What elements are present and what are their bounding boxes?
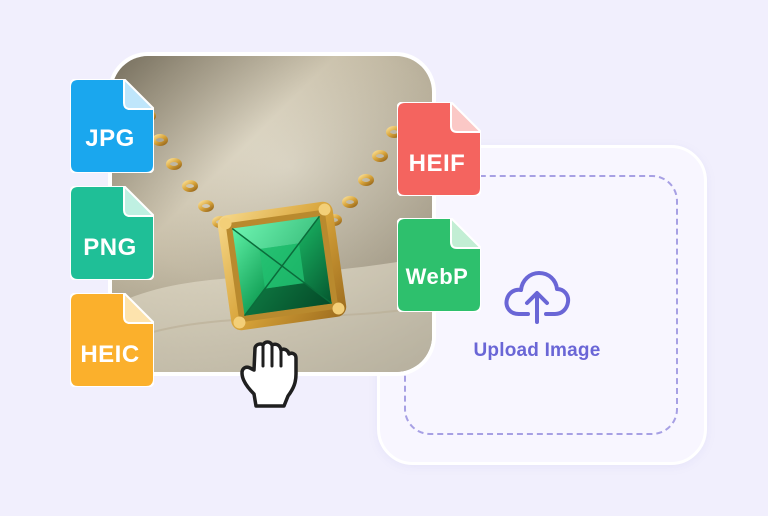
grab-hand-icon: [240, 340, 298, 408]
heif-format-label: HEIF: [408, 150, 466, 177]
pendant-illustration: [112, 56, 432, 372]
webp-file-icon: WebP: [397, 218, 481, 312]
cloud-upload-icon[interactable]: [503, 268, 571, 324]
png-format-label: PNG: [83, 234, 137, 261]
product-photo: [112, 56, 432, 372]
heif-file-icon: HEIF: [397, 102, 481, 196]
upload-image-label[interactable]: Upload Image: [473, 340, 601, 361]
jpg-file-icon: JPG: [70, 79, 154, 173]
webp-format-label: WebP: [405, 264, 469, 289]
heic-format-label: HEIC: [80, 341, 140, 368]
png-file-icon: PNG: [70, 186, 154, 280]
heic-file-icon: HEIC: [70, 293, 154, 387]
jpg-format-label: JPG: [85, 125, 135, 152]
